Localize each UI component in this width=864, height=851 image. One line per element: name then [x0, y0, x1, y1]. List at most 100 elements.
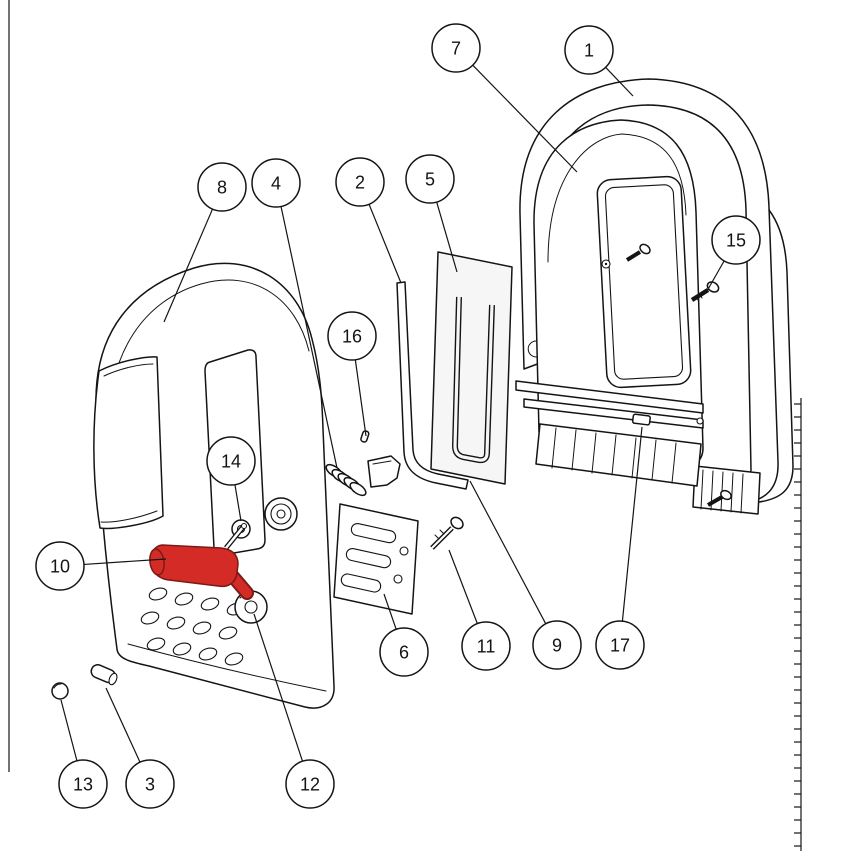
- balloon-number-12: 12: [300, 774, 320, 794]
- inner-door-panel: [533, 119, 704, 472]
- ball-highlight: [53, 683, 62, 689]
- panel-window: [596, 175, 692, 389]
- balloon-number-14: 14: [221, 451, 241, 471]
- latch-bar-upper: [515, 380, 704, 414]
- vent-hole: [218, 626, 238, 640]
- leader-line-12: [253, 613, 304, 762]
- ball-bearing: [51, 682, 69, 700]
- leader-line-17: [621, 426, 643, 622]
- balloon-number-16: 16: [342, 326, 362, 346]
- handle-pin: [225, 526, 244, 549]
- callout-7: 7: [431, 23, 578, 173]
- page-borders: [8, 0, 802, 851]
- balloon-number-11: 11: [477, 636, 496, 656]
- handle-end-cap: [149, 548, 165, 576]
- latch-handle: [631, 413, 651, 426]
- mount-boss-center: [276, 509, 286, 519]
- balloon-number-13: 13: [73, 774, 93, 794]
- balloon-circle-3: [125, 759, 175, 809]
- door-pocket: [93, 356, 164, 530]
- vent-hole: [172, 642, 192, 656]
- balloon-circle-12: [285, 759, 335, 809]
- screw-threads: [695, 293, 703, 301]
- balloon-circle-16: [327, 311, 377, 361]
- vent-hole: [146, 637, 166, 651]
- callout-8: 8: [163, 162, 247, 323]
- glass-panel: [430, 251, 513, 485]
- vent-hole: [140, 611, 160, 625]
- leader-line-13: [60, 699, 78, 761]
- leader-line-15: [706, 260, 725, 292]
- leader-line-9: [469, 480, 547, 625]
- callout-9: 9: [469, 480, 582, 670]
- balloon-number-7: 7: [451, 38, 461, 58]
- latch-assembly: [515, 380, 704, 487]
- balloon-circle-10: [35, 541, 85, 591]
- balloon-circle-2: [335, 157, 385, 207]
- balloon-circle-11: [461, 621, 511, 671]
- balloon-circle-13: [58, 759, 108, 809]
- vent-hole: [174, 592, 194, 606]
- screw-shaft-inner: [431, 527, 453, 549]
- balloon-circle-8: [197, 162, 247, 212]
- plate-hole: [393, 574, 403, 584]
- callout-16: 16: [327, 311, 377, 437]
- balloon-number-17: 17: [610, 635, 630, 655]
- leader-line-16: [354, 359, 367, 437]
- callout-12: 12: [253, 613, 335, 809]
- balloon-circle-5: [405, 154, 455, 204]
- callout-4: 4: [251, 158, 338, 469]
- callout-5: 5: [405, 154, 458, 273]
- callout-17: 17: [595, 426, 645, 670]
- glass-gasket-route-inner: [453, 296, 494, 462]
- screw-shaft: [707, 495, 723, 507]
- callout-3: 3: [105, 687, 175, 809]
- screw-threads: [434, 529, 445, 540]
- mounting-plate-assembly: [333, 503, 464, 615]
- left-door-assembly: [93, 262, 335, 709]
- callout-2: 2: [335, 157, 402, 284]
- retainer-pin: [360, 430, 370, 443]
- leader-line-11: [448, 549, 478, 624]
- balloon-number-15: 15: [726, 230, 746, 250]
- screw-11: [430, 516, 464, 550]
- panel-screw-shaft: [625, 250, 642, 262]
- balloon-number-1: 1: [584, 40, 594, 60]
- latch-pin: [696, 417, 704, 425]
- balloon-circle-7: [431, 23, 481, 73]
- latch-bar-lower: [523, 398, 704, 429]
- leader-line-2: [368, 204, 402, 284]
- leader-line-7: [472, 64, 578, 173]
- balloon-number-5: 5: [425, 169, 435, 189]
- plate-hole: [399, 546, 409, 556]
- latch-bracket-line: [372, 460, 392, 465]
- screw-head: [720, 489, 732, 501]
- inner-panel-contour: [547, 133, 687, 263]
- vent-hole: [192, 621, 212, 635]
- panel-screw: [625, 243, 651, 262]
- latch-bracket: [367, 455, 401, 488]
- leader-line-10: [83, 558, 167, 566]
- balloon-number-4: 4: [271, 173, 281, 193]
- leader-line-5: [436, 201, 458, 273]
- balloon-circle-9: [532, 620, 582, 670]
- balloon-circle-4: [251, 158, 301, 208]
- callout-14: 14: [206, 436, 256, 522]
- balloon-number-9: 9: [552, 635, 562, 655]
- right-door-frame: [519, 78, 794, 515]
- plate-slot: [350, 522, 397, 544]
- callout-11: 11: [448, 549, 511, 671]
- callout-15: 15: [706, 215, 761, 292]
- vent-hole: [200, 597, 220, 611]
- spring-coil: [349, 481, 367, 497]
- roll-pin-end: [108, 672, 118, 686]
- leader-line-4: [280, 206, 338, 469]
- door-pocket-bottom-line: [100, 510, 158, 523]
- callout-6: 6: [379, 593, 429, 677]
- door-handle: [149, 522, 254, 600]
- balloon-circle-15: [711, 215, 761, 265]
- spring-assembly: [325, 430, 401, 497]
- door-knob-center: [244, 600, 258, 614]
- vent-hole: [148, 587, 168, 601]
